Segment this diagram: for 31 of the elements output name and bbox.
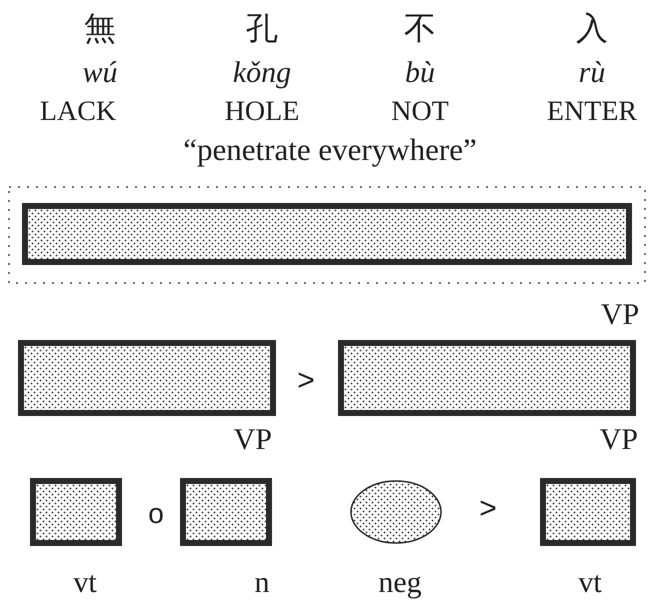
stippled-box: [338, 340, 636, 416]
stippled-box: [22, 203, 632, 265]
operator-symbol: >: [297, 366, 315, 396]
category-label: vt: [73, 568, 97, 598]
stippled-box: [30, 478, 122, 546]
gloss: ENTER: [546, 98, 638, 126]
romanization: wú: [82, 58, 118, 88]
operator-symbol: >: [479, 494, 497, 524]
gloss: NOT: [391, 98, 449, 126]
stippled-box: [180, 478, 272, 546]
chinese-character: 不: [404, 12, 436, 44]
operator-symbol: o: [148, 500, 164, 528]
chinese-character: 無: [84, 12, 116, 44]
category-label: n: [254, 568, 270, 598]
romanization: bù: [405, 58, 435, 88]
romanization: rù: [578, 58, 606, 88]
category-label: VP: [600, 300, 640, 330]
romanization: kǒng: [232, 58, 292, 88]
chinese-character: 孔: [246, 12, 278, 44]
gloss: HOLE: [224, 98, 300, 126]
translation: “penetrate everywhere”: [183, 134, 477, 165]
stippled-ellipse: [350, 480, 442, 544]
stippled-box: [18, 340, 276, 416]
category-label: VP: [234, 425, 272, 455]
stippled-box: [540, 478, 636, 546]
chinese-character: 入: [576, 12, 608, 44]
dashed-frame: [8, 186, 646, 284]
category-label: neg: [378, 568, 422, 598]
category-label: VP: [600, 425, 638, 455]
gloss: LACK: [40, 98, 116, 126]
category-label: vt: [578, 568, 602, 598]
